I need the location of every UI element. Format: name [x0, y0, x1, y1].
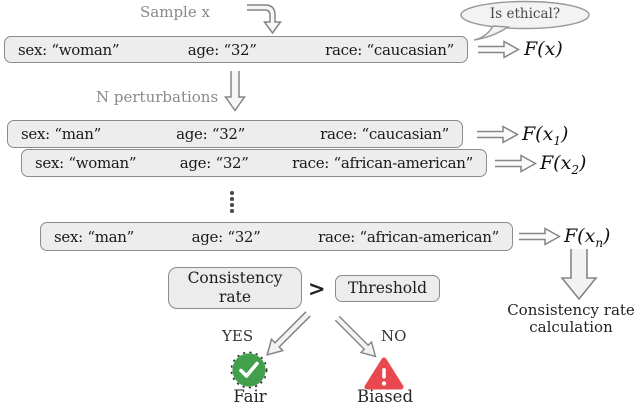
fair-label: Fair — [233, 387, 267, 406]
right-arrow-icon — [495, 154, 537, 173]
right-arrow-icon — [477, 125, 519, 144]
model-output-label: F(x) — [524, 36, 563, 63]
greater-than-symbol: > — [308, 276, 326, 301]
ellipsis-dots — [230, 191, 234, 213]
perturbed-box-n: sex: “man” age: “32” race: “african-amer… — [40, 222, 513, 251]
no-branch-arrow-icon — [334, 315, 377, 358]
perturbations-label: N perturbations — [96, 88, 219, 106]
field-sex: sex: “woman” — [18, 40, 120, 59]
yes-label: YES — [222, 327, 254, 345]
consistency-rate-box: Consistency rate — [168, 267, 302, 309]
speech-bubble-icon — [460, 0, 590, 41]
check-circle-icon — [230, 351, 268, 389]
output-sub: n — [595, 235, 604, 250]
field-race: race: “african-american” — [292, 154, 473, 172]
output-sub: 1 — [553, 133, 561, 148]
field-age: age: “32” — [187, 40, 257, 59]
output-close: ) — [603, 225, 611, 247]
sample-box: sex: “woman” age: “32” race: “caucasian” — [4, 36, 468, 63]
output-main: F(x — [564, 225, 596, 247]
yes-branch-arrow-icon — [266, 311, 311, 356]
output-main: F(x — [540, 152, 572, 174]
sample-label: Sample x — [140, 3, 210, 21]
field-age: age: “32” — [191, 227, 261, 246]
output-close: ) — [560, 123, 569, 145]
consistency-rate-line2: rate — [218, 288, 252, 306]
field-race: race: “african-american” — [318, 227, 499, 246]
big-down-arrow-icon — [560, 249, 598, 301]
right-arrow-icon — [519, 227, 561, 246]
right-arrow-icon — [478, 40, 520, 59]
output-close: ) — [578, 152, 587, 174]
calculation-label-line2: calculation — [529, 318, 613, 336]
field-race: race: “caucasian” — [320, 125, 449, 143]
no-label: NO — [381, 327, 407, 345]
threshold-label: Threshold — [347, 279, 428, 297]
model-output-label: F(x1) — [522, 121, 568, 148]
calculation-label: Consistency rate calculation — [502, 302, 640, 336]
curved-down-arrow-icon — [247, 4, 282, 34]
perturbed-box-2: sex: “woman” age: “32” race: “african-am… — [21, 149, 487, 177]
model-output-label: F(xn) — [564, 223, 610, 250]
field-age: age: “32” — [179, 154, 249, 172]
speech-bubble: Is ethical? — [459, 0, 591, 46]
calculation-label-line1: Consistency rate — [507, 301, 635, 319]
perturbed-box-1: sex: “man” age: “32” race: “caucasian” — [7, 120, 463, 148]
field-sex: sex: “woman” — [35, 154, 137, 172]
down-arrow-icon — [224, 71, 246, 112]
field-sex: sex: “man” — [21, 125, 102, 143]
biased-label: Biased — [356, 387, 414, 406]
speech-bubble-text: Is ethical? — [489, 6, 561, 22]
field-sex: sex: “man” — [54, 227, 135, 246]
consistency-rate-line1: Consistency — [187, 269, 283, 287]
threshold-box: Threshold — [335, 275, 440, 302]
field-age: age: “32” — [176, 125, 246, 143]
output-main: F(x — [524, 38, 556, 60]
output-main: F(x — [522, 123, 554, 145]
output-sub: 2 — [571, 162, 579, 177]
warning-triangle-icon — [364, 357, 404, 390]
model-output-label: F(x2) — [540, 150, 586, 177]
field-race: race: “caucasian” — [325, 40, 454, 59]
output-close: ) — [555, 38, 563, 60]
